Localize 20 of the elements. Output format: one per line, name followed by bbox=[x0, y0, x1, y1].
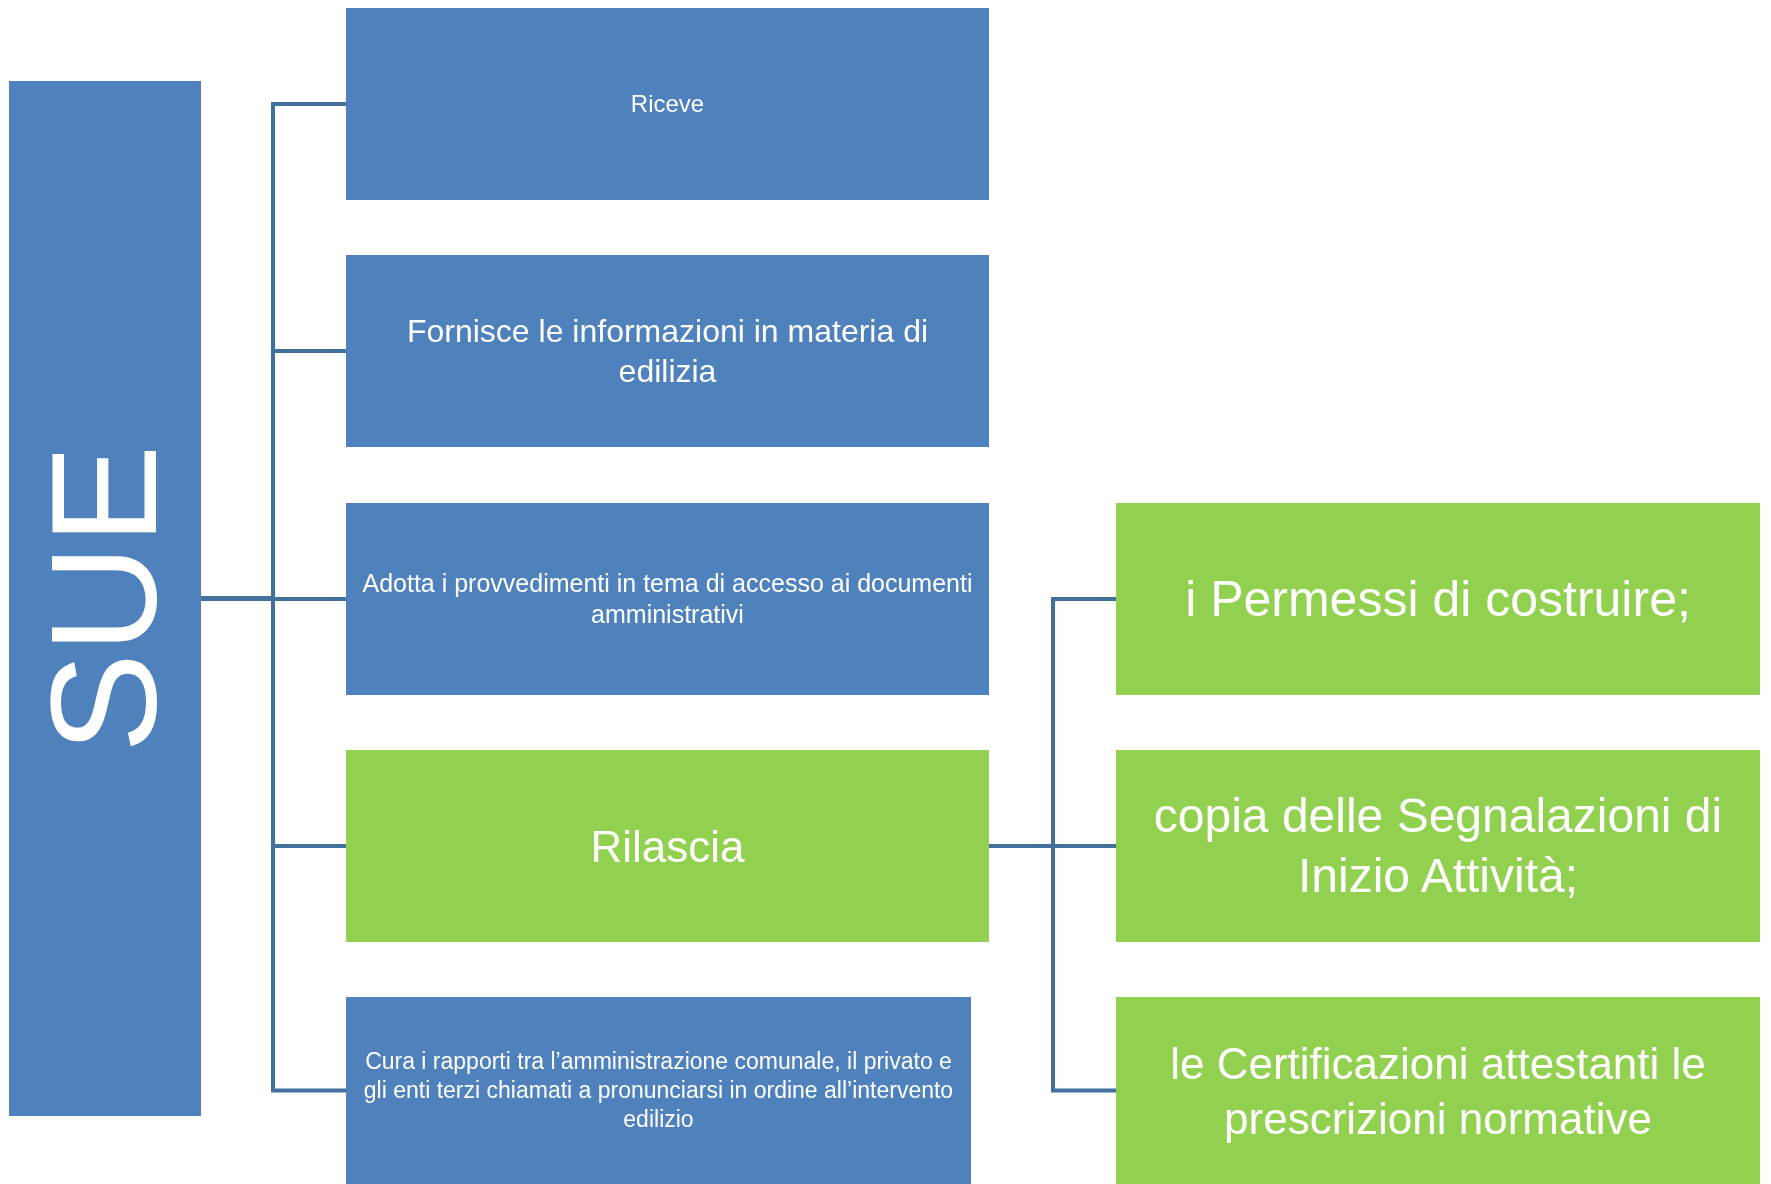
process-box bbox=[346, 997, 971, 1184]
process-box bbox=[346, 255, 989, 447]
output-box bbox=[1116, 503, 1760, 695]
box-text: Rilascia bbox=[590, 820, 745, 873]
box-text: Riceve bbox=[630, 89, 705, 119]
output-box bbox=[1116, 997, 1760, 1184]
process-box bbox=[346, 503, 989, 695]
box-text: le Certificazioni attestanti le prescrizioni normative bbox=[1169, 1037, 1707, 1145]
box-text: Cura i rapporti tra l’amministrazione comunale, il privato e gli enti terzi chiamati a pronunciarsi in ordine all’intervento edilizio bbox=[362, 1047, 955, 1134]
process-box bbox=[346, 750, 989, 942]
connector-line bbox=[201, 596, 346, 1093]
box-text: copia delle Segnalazioni di Inizio Attività; bbox=[1152, 788, 1724, 904]
title-bar bbox=[9, 81, 201, 1116]
output-box bbox=[1116, 750, 1760, 942]
connector-line bbox=[989, 844, 1116, 1093]
vertical-title: SUE bbox=[19, 444, 190, 753]
box-text: Adotta i provvedimenti in tema di accesso ai documenti amministrativi bbox=[361, 567, 974, 630]
box-text: i Permessi di costruire; bbox=[1185, 569, 1691, 629]
process-box bbox=[346, 8, 989, 200]
box-text: Fornisce le informazioni in materia di edilizia bbox=[405, 312, 930, 391]
